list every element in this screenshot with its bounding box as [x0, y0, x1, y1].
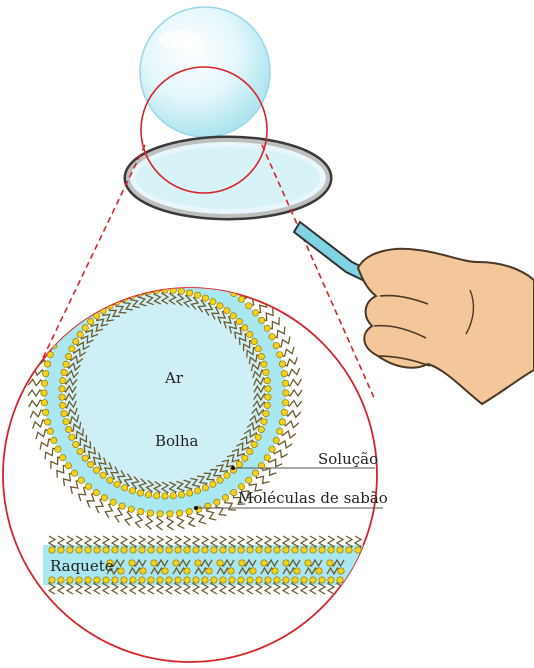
hand-icon — [358, 249, 534, 404]
soap-molecules-label: Moléculas de sabão — [238, 489, 388, 507]
air-label: Ar — [164, 369, 184, 387]
racket-label: Raquete — [50, 557, 114, 575]
soap-molecules-pointer-dot — [194, 506, 198, 510]
bubble-label: Bolha — [155, 432, 199, 450]
soap-bubble-icon — [140, 7, 270, 137]
bubble-highlight — [158, 30, 202, 50]
solution-label: Solução — [318, 450, 378, 468]
solution-pointer-dot — [231, 466, 235, 470]
